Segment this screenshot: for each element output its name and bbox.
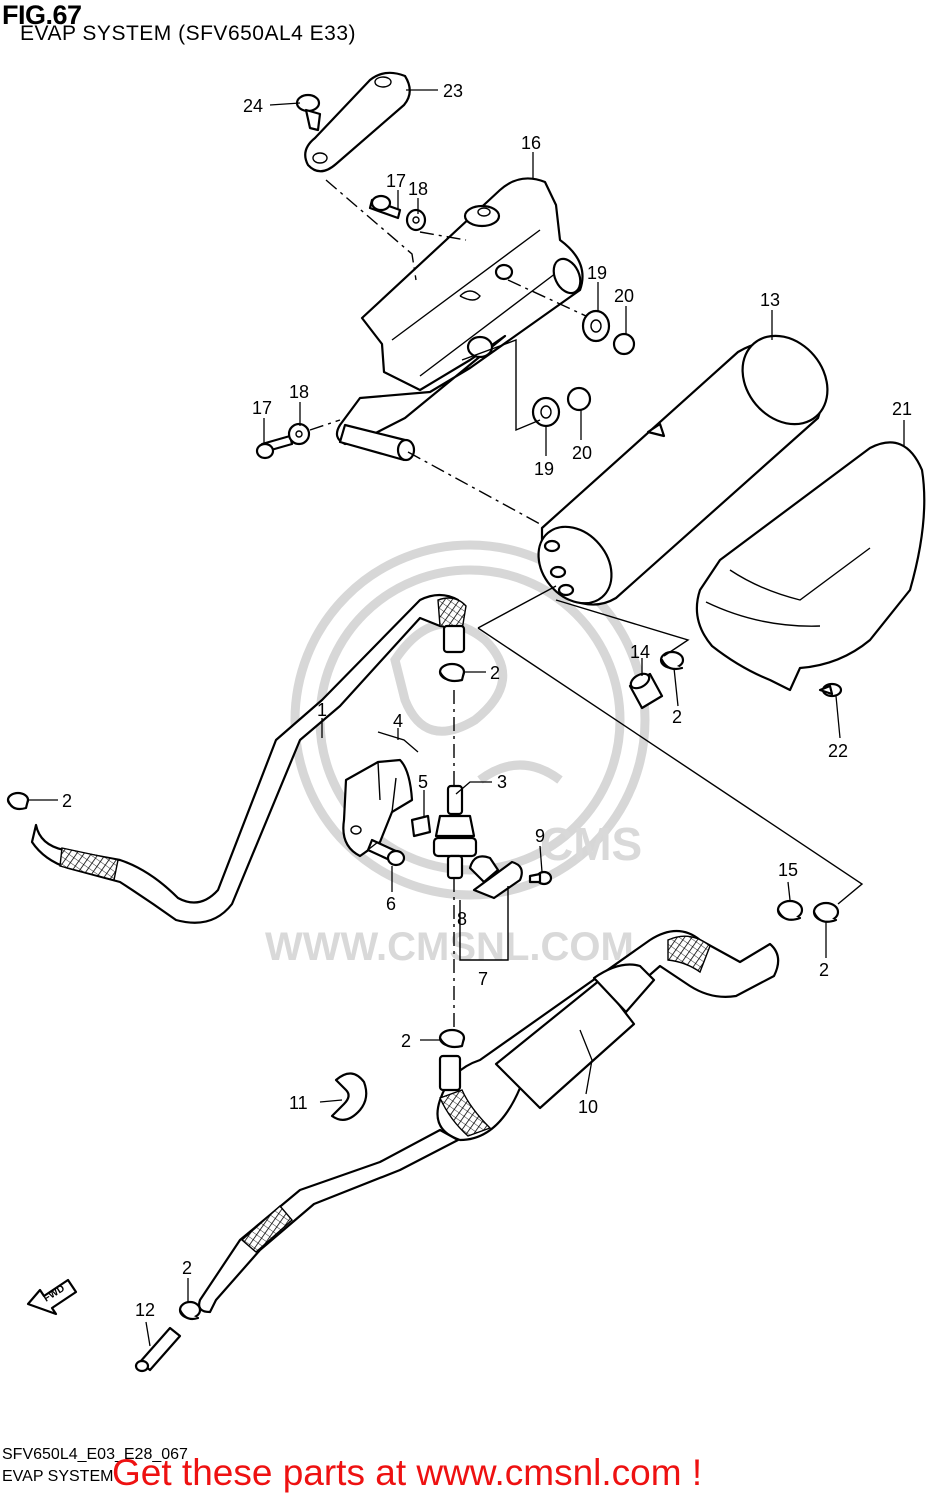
part-16-canister-bracket: [335, 177, 584, 462]
part-15-clamp: [776, 899, 804, 921]
part-12-fitting: [134, 1326, 182, 1373]
fwd-arrow-icon: FWD: [26, 1278, 78, 1316]
part-19-grommet-upper: [581, 309, 611, 343]
watermark-text: WWW.CMSNL.COM: [265, 925, 634, 969]
callout-7: 7: [478, 969, 488, 989]
part-9-screw: [528, 870, 553, 886]
part-13-evap-canister: [537, 334, 829, 606]
part-23-bracket: [304, 71, 411, 173]
callout-23: 23: [443, 81, 463, 101]
part-2-clamp-lower-center: [438, 1028, 466, 1049]
part-5-clip: [410, 814, 432, 838]
part-4-bracket: [342, 758, 414, 858]
part-3-purge-valve: [432, 784, 478, 880]
footer-diagram-code: SFV650L4_E03_E28_067: [2, 1446, 188, 1463]
callout-10: 10: [578, 1097, 598, 1117]
callout-12: 12: [135, 1300, 155, 1320]
callout-8: 8: [457, 909, 467, 929]
callout-2-lower-center: 2: [401, 1031, 411, 1051]
footer-diagram-name: EVAP SYSTEM: [2, 1468, 114, 1485]
part-20-collar-lower: [566, 386, 592, 412]
callout-1: 1: [317, 700, 327, 720]
callout-5: 5: [418, 772, 428, 792]
callout-16: 16: [521, 133, 541, 153]
callout-21: 21: [892, 399, 912, 419]
figure-title: FIG.67: [2, 0, 82, 30]
callout-3: 3: [497, 772, 507, 792]
part-18-washer-upper: [405, 208, 427, 232]
part-17-bolt-lower: [255, 434, 294, 460]
part-10-hose: [436, 929, 780, 1142]
figure-subtitle: EVAP SYSTEM (SFV650AL4 E33): [20, 22, 357, 45]
assembly-lines: [309, 179, 864, 1028]
callout-4: 4: [393, 711, 403, 731]
promo-link[interactable]: Get these parts at www.cmsnl.com !: [112, 1452, 703, 1493]
callout-20-upper: 20: [614, 286, 634, 306]
part-2-clamp-bottom: [178, 1300, 202, 1321]
callout-18-upper: 18: [408, 179, 428, 199]
callout-2-right: 2: [819, 960, 829, 980]
watermark: CMS WWW.CMSNL.COM: [265, 540, 650, 969]
part-2-clamp-canister: [659, 650, 685, 671]
part-14-hose: [628, 672, 664, 710]
part-22-screw: [818, 682, 843, 698]
part-24-bolt: [295, 93, 322, 132]
part-21-canister-cover: [695, 441, 926, 692]
part-1-hose: [30, 593, 467, 924]
part-6-bolt: [366, 838, 406, 867]
callout-9: 9: [535, 826, 545, 846]
callout-14: 14: [630, 642, 650, 662]
part-8-clamp: [468, 855, 500, 884]
callout-24: 24: [243, 96, 263, 116]
callout-17-upper: 17: [386, 171, 406, 191]
callout-13: 13: [760, 290, 780, 310]
callout-22: 22: [828, 741, 848, 761]
callout-2-canister: 2: [672, 707, 682, 727]
callout-17-lower: 17: [252, 398, 272, 418]
callout-19-upper: 19: [587, 263, 607, 283]
callout-2-left: 2: [62, 791, 72, 811]
callout-labels: 24 23 16 17 18 19 20 13 21 17 18 19 20 1…: [62, 81, 912, 1320]
callout-11: 11: [289, 1093, 308, 1113]
part-17-bolt-upper: [368, 194, 402, 220]
callout-6: 6: [386, 894, 396, 914]
part-18-washer-lower: [287, 422, 311, 446]
part-10-hose-tail: [198, 1128, 460, 1314]
callout-2-bottom: 2: [182, 1258, 192, 1278]
part-2-clamp-upper-center: [438, 662, 466, 683]
part-11-clamp: [330, 1072, 368, 1121]
callout-15: 15: [778, 860, 798, 880]
watermark-logo: CMS: [540, 818, 642, 870]
callout-2-upper-center: 2: [490, 663, 500, 683]
part-20-collar-upper: [612, 332, 636, 356]
callout-20-lower: 20: [572, 443, 592, 463]
leader-lines: [28, 89, 905, 1347]
callout-19-lower: 19: [534, 459, 554, 479]
callout-18-lower: 18: [289, 382, 309, 402]
part-2-clamp-left: [6, 791, 30, 811]
part-2-clamp-right: [812, 901, 840, 923]
part-7-bracket: [472, 860, 523, 900]
